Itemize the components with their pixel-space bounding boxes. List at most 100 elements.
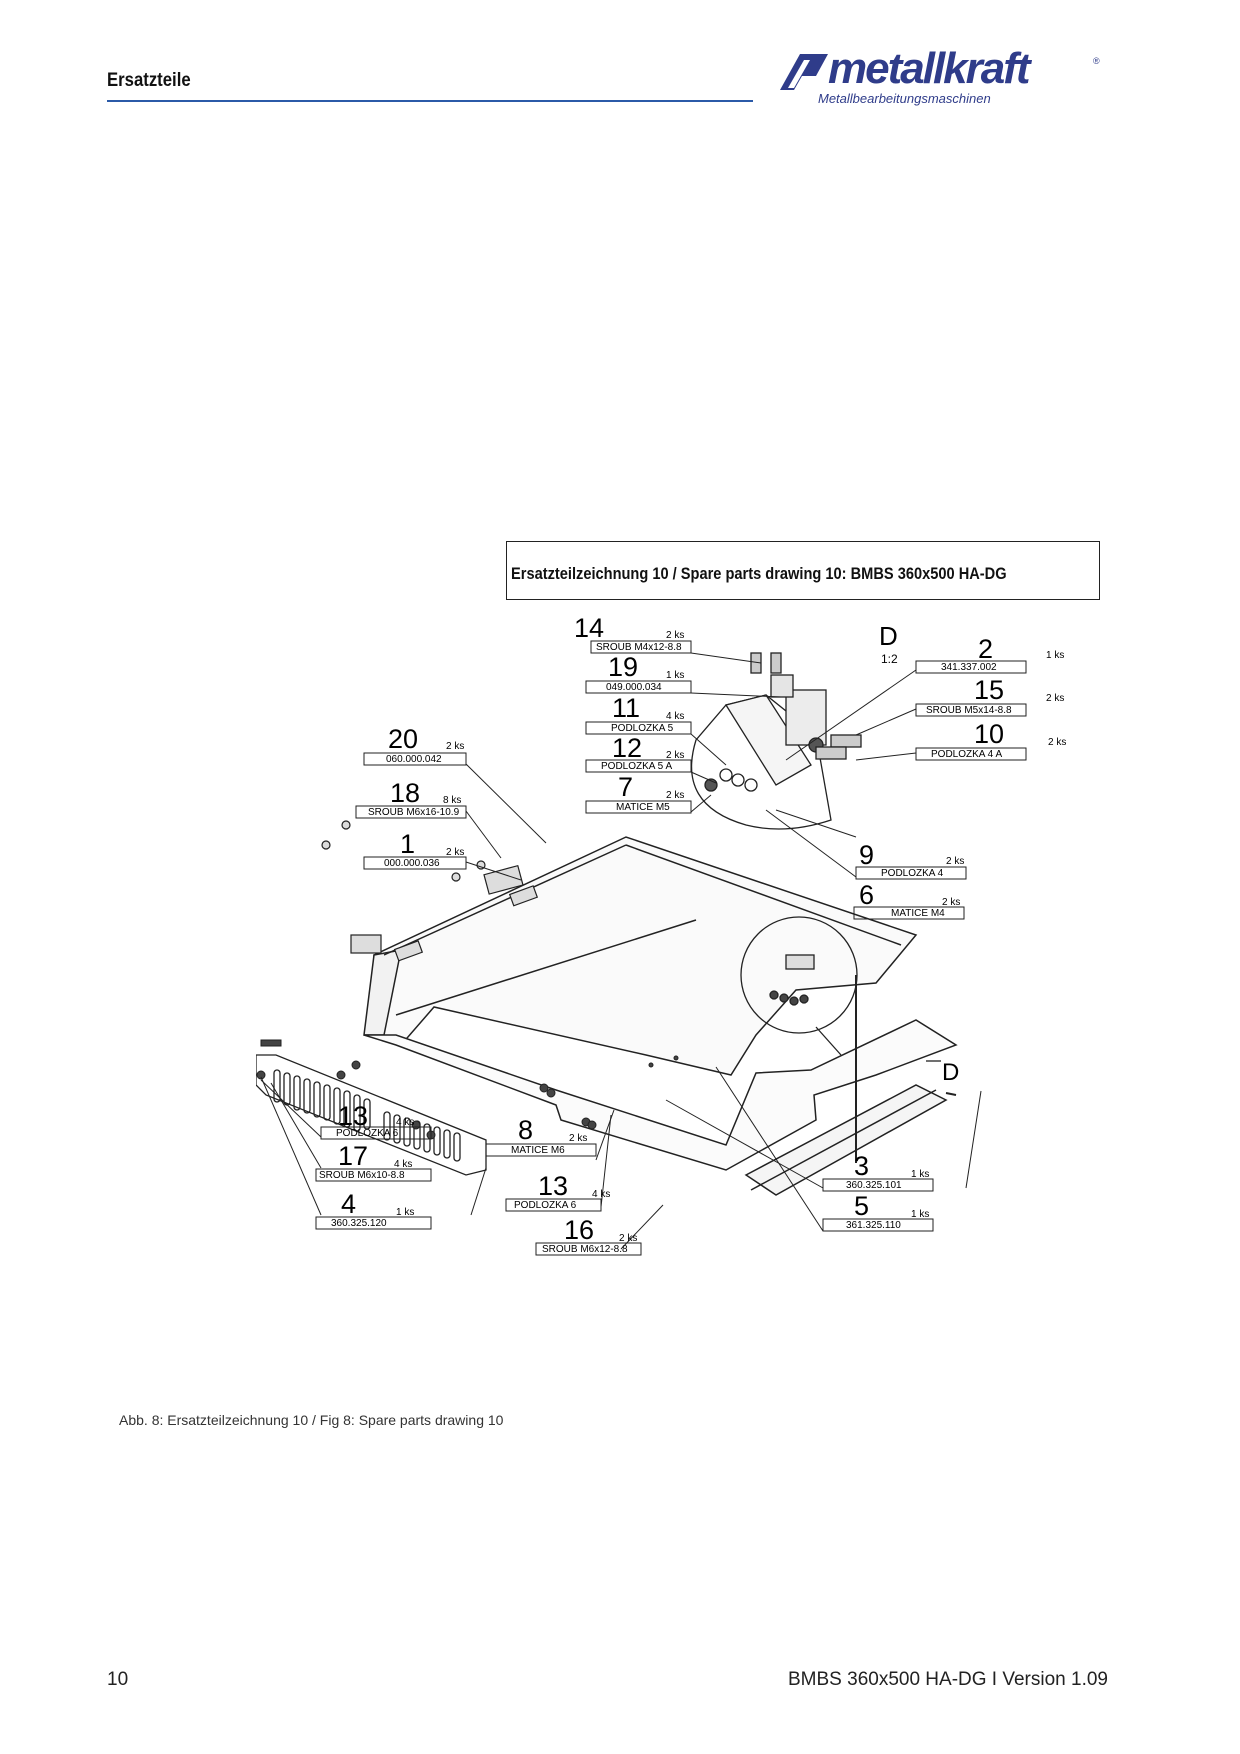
callout-6: 6 2 ks MATICE M4 — [853, 880, 965, 920]
callout-number: 17 — [338, 1141, 368, 1171]
callout-qty: 2 ks — [946, 856, 964, 867]
callout-label: SROUB M6x12-8.8 — [542, 1244, 628, 1255]
callout-number: 13 — [338, 1101, 368, 1131]
brand-logo: metallkraft ® Metallbearbeitungsmaschine… — [780, 44, 1100, 108]
logo-mark-icon — [780, 54, 828, 90]
callout-number: 1 — [400, 829, 415, 859]
callout-label: MATICE M6 — [511, 1145, 565, 1156]
logo-registered-mark: ® — [1093, 56, 1100, 66]
callout-qty: 2 ks — [666, 630, 684, 641]
callout-17: 17 4 ks SROUB M6x10-8.8 — [315, 1141, 432, 1182]
callout-number: 13 — [538, 1171, 568, 1201]
callout-number: 16 — [564, 1215, 594, 1245]
callout-qty: 4 ks — [592, 1189, 610, 1200]
callout-number: 20 — [388, 724, 418, 754]
callout-number: 18 — [390, 778, 420, 808]
callout-label: PODLOZKA 6 — [514, 1200, 577, 1211]
vent-slots — [273, 1069, 461, 1162]
callout-4: 4 1 ks 360.325.120 — [315, 1189, 432, 1230]
callout-label: 360.325.101 — [846, 1180, 902, 1191]
detail-d-view — [690, 652, 862, 830]
callout-number: 3 — [854, 1151, 869, 1181]
callout-label: MATICE M4 — [891, 908, 945, 919]
header-rule — [107, 100, 753, 102]
logo-wordmark: metallkraft — [828, 44, 1031, 93]
callout-number: 7 — [618, 772, 633, 802]
callout-label: PODLOZKA 6 — [336, 1128, 399, 1139]
callout-3: 3 1 ks 360.325.101 — [822, 1151, 934, 1192]
tray-body — [363, 836, 958, 1196]
callout-14: 14 2 ks SROUB M4x12-8.8 — [574, 615, 692, 654]
callout-qty: 1 ks — [396, 1207, 414, 1218]
callout-label: 049.000.034 — [606, 682, 662, 693]
callout-label: SROUB M5x14-8.8 — [926, 705, 1012, 716]
callout-label: 341.337.002 — [941, 662, 997, 673]
callout-qty: 2 ks — [666, 750, 684, 761]
callout-number: 10 — [974, 719, 1004, 749]
callout-number: 8 — [518, 1115, 533, 1145]
tray-brackets — [321, 820, 539, 962]
callout-qty: 1 ks — [911, 1169, 929, 1180]
callout-qty: 4 ks — [394, 1159, 412, 1170]
callout-11: 11 4 ks PODLOZKA 5 — [585, 693, 692, 735]
callout-qty: 8 ks — [443, 795, 461, 806]
callout-2: 2 1 ks 341.337.002 — [915, 634, 1064, 674]
callout-label: 360.325.120 — [331, 1218, 387, 1229]
callout-label: PODLOZKA 5 A — [601, 761, 672, 772]
callout-label: 060.000.042 — [386, 754, 442, 765]
callout-10: 10 2 ks PODLOZKA 4 A — [915, 719, 1066, 761]
callout-19: 19 1 ks 049.000.034 — [585, 652, 692, 694]
callout-20: 20 2 ks 060.000.042 — [363, 724, 467, 766]
callout-qty: 1 ks — [1046, 650, 1064, 661]
section-title: Ersatzteile — [107, 70, 191, 91]
callout-qty: 2 ks — [446, 847, 464, 858]
callout-15: 15 2 ks SROUB M5x14-8.8 — [915, 675, 1064, 717]
callout-number: 9 — [859, 840, 874, 870]
callout-5: 5 1 ks 361.325.110 — [822, 1191, 934, 1232]
footer-model-version: BMBS 360x500 HA-DG I Version 1.09 — [788, 1669, 1108, 1690]
callout-label: SROUB M6x10-8.8 — [319, 1170, 405, 1181]
logo-subtitle: Metallbearbeitungsmaschinen — [818, 91, 991, 106]
callout-qty: 2 ks — [1048, 737, 1066, 748]
callout-1: 1 2 ks 000.000.036 — [363, 829, 467, 870]
figure-caption: Abb. 8: Ersatzteilzeichnung 10 / Fig 8: … — [119, 1412, 504, 1428]
callout-number: 5 — [854, 1191, 869, 1221]
callout-qty: 2 ks — [666, 790, 684, 801]
callout-qty: 2 ks — [942, 897, 960, 908]
callout-label: PODLOZKA 5 — [611, 723, 674, 734]
callout-number: 6 — [859, 880, 874, 910]
callout-qty: 4 ks — [666, 711, 684, 722]
detail-d-scale: 1:2 — [881, 652, 898, 666]
leader-lines — [260, 652, 982, 1250]
callout-label: 000.000.036 — [384, 858, 440, 869]
callout-number: 19 — [608, 652, 638, 682]
callout-label: SROUB M6x16-10.9 — [368, 807, 460, 818]
callout-13-center: 13 4 ks PODLOZKA 6 — [505, 1171, 610, 1212]
callout-label: MATICE M5 — [616, 802, 670, 813]
callout-number: 14 — [574, 615, 604, 643]
callout-13-left: 13 4 ks PODLOZKA 6 — [320, 1101, 432, 1140]
rail-rod — [855, 975, 957, 1163]
callout-label: SROUB M4x12-8.8 — [596, 642, 682, 653]
page-number: 10 — [107, 1669, 129, 1690]
callout-label: PODLOZKA 4 A — [931, 749, 1002, 760]
callout-qty: 2 ks — [619, 1233, 637, 1244]
callout-7: 7 2 ks MATICE M5 — [585, 772, 692, 814]
callout-qty: 2 ks — [446, 741, 464, 752]
callout-qty: 4 ks — [396, 1117, 414, 1128]
callout-number: 12 — [612, 733, 642, 763]
callout-qty: 1 ks — [911, 1209, 929, 1220]
spare-parts-drawing: 14 2 ks SROUB M4x12-8.8 19 1 ks 049.000.… — [256, 615, 1066, 1256]
callout-12: 12 2 ks PODLOZKA 5 A — [585, 733, 692, 773]
callout-18: 18 8 ks SROUB M6x16-10.9 — [355, 778, 467, 819]
callout-qty: 1 ks — [666, 670, 684, 681]
callout-label: 361.325.110 — [846, 1220, 901, 1231]
callout-qty: 2 ks — [1046, 693, 1064, 704]
drawing-title: Ersatzteilzeichnung 10 / Spare parts dra… — [511, 564, 1007, 583]
detail-d-letter-bottom: D — [942, 1059, 959, 1086]
callout-16: 16 2 ks SROUB M6x12-8.8 — [535, 1215, 642, 1256]
callout-label: PODLOZKA 4 — [881, 868, 944, 879]
callout-number: 15 — [974, 675, 1004, 705]
callout-9: 9 2 ks PODLOZKA 4 — [855, 840, 967, 880]
drawing-title-box: Ersatzteilzeichnung 10 / Spare parts dra… — [506, 541, 1100, 600]
